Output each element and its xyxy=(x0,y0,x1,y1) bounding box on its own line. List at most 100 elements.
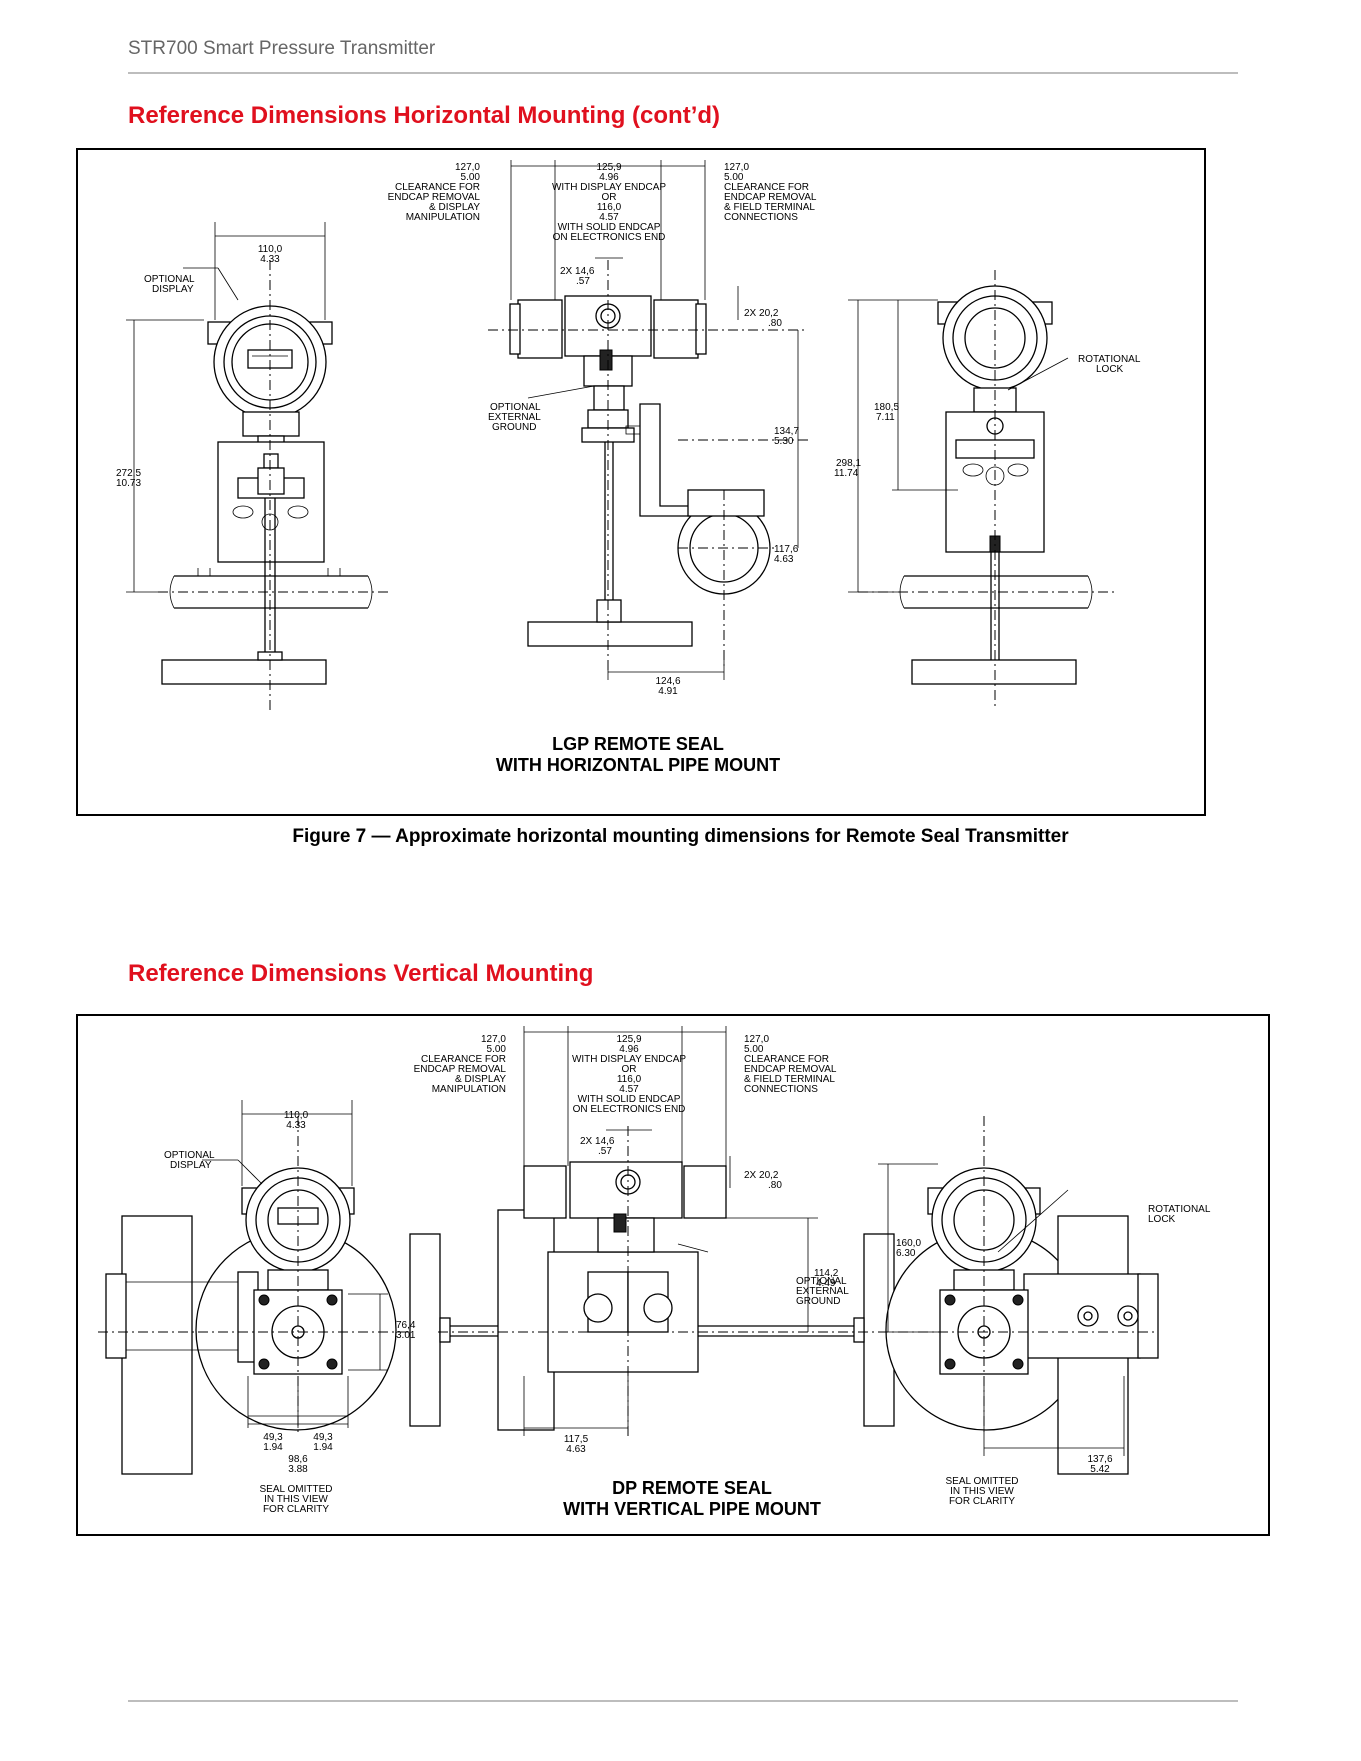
fig2-dim-110-in: 4.33 xyxy=(286,1120,306,1131)
running-header: STR700 Smart Pressure Transmitter xyxy=(128,38,436,59)
fig1-dim-298: 298,1 xyxy=(836,458,861,469)
fig1-dim-20-in: .80 xyxy=(768,318,782,329)
svg-text:MANIPULATION: MANIPULATION xyxy=(432,1084,506,1095)
svg-text:OR: OR xyxy=(622,1064,637,1075)
fig1-dim-180: 180,5 xyxy=(874,402,899,413)
fig1-dim-127-left: 127,0 5.00 CLEARANCE FOR ENDCAP REMOVAL … xyxy=(388,162,481,223)
fig1-dim-124-in: 4.91 xyxy=(658,686,678,697)
svg-text:5.00: 5.00 xyxy=(724,172,744,183)
fig1-label-optional-display: OPTIONAL xyxy=(144,274,195,285)
svg-text:116,0: 116,0 xyxy=(597,202,622,213)
fig1-label-optional-display-2: DISPLAY xyxy=(152,284,194,295)
fig2-dim-137: 137,6 xyxy=(1087,1454,1112,1465)
svg-text:ENDCAP REMOVAL: ENDCAP REMOVAL xyxy=(724,192,817,203)
fig2-dim-76: 76,4 xyxy=(396,1320,416,1331)
svg-text:FOR CLARITY: FOR CLARITY xyxy=(949,1496,1015,1507)
dp-side-view xyxy=(409,1026,898,1436)
svg-text:CONNECTIONS: CONNECTIONS xyxy=(744,1084,818,1095)
svg-text:5.00: 5.00 xyxy=(461,172,481,183)
fig2-dim-127-right: 127,0 5.00 CLEARANCE FOR ENDCAP REMOVAL … xyxy=(744,1034,837,1095)
section-heading-vertical: Reference Dimensions Vertical Mounting xyxy=(128,960,594,987)
fig2-note-seal-omitted-right: SEAL OMITTED IN THIS VIEW FOR CLARITY xyxy=(946,1476,1019,1507)
svg-text:ON ELECTRONICS END: ON ELECTRONICS END xyxy=(573,1104,686,1115)
dp-rear-view xyxy=(878,1116,1159,1475)
svg-text:125,9: 125,9 xyxy=(616,1034,641,1045)
fig2-label-optional-display-2: DISPLAY xyxy=(170,1160,212,1171)
lgp-front-view xyxy=(126,222,388,710)
fig1-label-ground-2: EXTERNAL xyxy=(488,412,541,423)
fig2-dim-49a: 49,3 xyxy=(263,1432,283,1443)
fig1-dim-14-in: .57 xyxy=(576,276,590,287)
fig1-label-rotational-lock-2: LOCK xyxy=(1096,364,1124,375)
svg-text:CLEARANCE FOR: CLEARANCE FOR xyxy=(421,1054,506,1065)
svg-text:MANIPULATION: MANIPULATION xyxy=(406,212,480,223)
footer-rule xyxy=(128,1700,1238,1702)
svg-text:& DISPLAY: & DISPLAY xyxy=(429,202,480,213)
svg-text:IN THIS VIEW: IN THIS VIEW xyxy=(264,1494,328,1505)
svg-text:WITH SOLID ENDCAP: WITH SOLID ENDCAP xyxy=(578,1094,681,1105)
svg-text:4.57: 4.57 xyxy=(619,1084,639,1095)
dp-front-view xyxy=(98,1100,408,1475)
fig2-title-line1: DP REMOTE SEAL xyxy=(612,1478,772,1498)
fig2-label-rotational-lock: ROTATIONAL xyxy=(1148,1204,1211,1215)
svg-text:ENDCAP REMOVAL: ENDCAP REMOVAL xyxy=(388,192,481,203)
fig2-label-optional-display: OPTIONAL xyxy=(164,1150,215,1161)
svg-text:127,0: 127,0 xyxy=(481,1034,506,1045)
svg-text:OR: OR xyxy=(602,192,617,203)
figure-caption: Figure 7 — Approximate horizontal mounti… xyxy=(292,826,1069,847)
fig2-dim-14-in: .57 xyxy=(598,1146,612,1157)
fig1-dim-127-right: 127,0 5.00 CLEARANCE FOR ENDCAP REMOVAL … xyxy=(724,162,817,223)
fig2-label-rotational-lock-2: LOCK xyxy=(1148,1214,1176,1225)
fig2-dim-160: 160,0 xyxy=(896,1238,921,1249)
fig1-dim-298-in: 11.74 xyxy=(834,468,859,479)
fig1-title-line1: LGP REMOTE SEAL xyxy=(552,734,724,754)
svg-text:125,9: 125,9 xyxy=(596,162,621,173)
fig2-dim-117-in: 4.63 xyxy=(566,1444,586,1455)
svg-text:SEAL OMITTED: SEAL OMITTED xyxy=(946,1476,1019,1487)
fig2-label-ground-2: EXTERNAL xyxy=(796,1286,849,1297)
fig1-dim-272: 272,5 xyxy=(116,468,141,479)
fig2-dim-20: 2X 20,2 xyxy=(744,1170,779,1181)
drawing-lgp-remote-seal: 127,0 5.00 CLEARANCE FOR ENDCAP REMOVAL … xyxy=(116,160,1141,775)
fig2-dim-98-in: 3.88 xyxy=(288,1464,308,1475)
fig1-dim-117: 117,6 xyxy=(774,544,799,555)
header-rule xyxy=(128,72,1238,74)
fig1-dim-110-in: 4.33 xyxy=(260,254,280,265)
svg-text:CLEARANCE FOR: CLEARANCE FOR xyxy=(724,182,809,193)
svg-text:ENDCAP REMOVAL: ENDCAP REMOVAL xyxy=(414,1064,507,1075)
fig1-dim-110: 110,0 xyxy=(258,244,283,255)
svg-text:ON ELECTRONICS END: ON ELECTRONICS END xyxy=(553,232,666,243)
fig1-dim-134: 134,7 xyxy=(774,426,799,437)
figure-vertical-mounting: 127,0 5.00 CLEARANCE FOR ENDCAP REMOVAL … xyxy=(76,1014,1270,1536)
lgp-rear-view xyxy=(848,270,1118,710)
svg-text:SEAL OMITTED: SEAL OMITTED xyxy=(260,1484,333,1495)
fig2-dim-14: 2X 14,6 xyxy=(580,1136,615,1147)
svg-text:4.57: 4.57 xyxy=(599,212,619,223)
fig2-dim-137-in: 5.42 xyxy=(1090,1464,1110,1475)
svg-text:127,0: 127,0 xyxy=(744,1034,769,1045)
svg-text:& FIELD TERMINAL: & FIELD TERMINAL xyxy=(744,1074,835,1085)
svg-text:ENDCAP REMOVAL: ENDCAP REMOVAL xyxy=(744,1064,837,1075)
section-heading-horizontal: Reference Dimensions Horizontal Mounting… xyxy=(128,102,721,129)
fig2-dim-20-in: .80 xyxy=(768,1180,782,1191)
fig2-label-ground-3: GROUND xyxy=(796,1296,840,1307)
fig1-dim-180-in: 7.11 xyxy=(876,412,895,423)
lgp-side-view xyxy=(488,160,808,680)
svg-text:WITH DISPLAY ENDCAP: WITH DISPLAY ENDCAP xyxy=(552,182,666,193)
fig2-dim-127-left: 127,0 5.00 CLEARANCE FOR ENDCAP REMOVAL … xyxy=(414,1034,507,1095)
svg-text:127,0: 127,0 xyxy=(724,162,749,173)
svg-text:WITH DISPLAY ENDCAP: WITH DISPLAY ENDCAP xyxy=(572,1054,686,1065)
fig1-label-rotational-lock: ROTATIONAL xyxy=(1078,354,1141,365)
svg-text:& DISPLAY: & DISPLAY xyxy=(455,1074,506,1085)
fig2-dim-49b-in: 1.94 xyxy=(313,1442,333,1453)
fig2-dim-76-in: 3.01 xyxy=(396,1330,416,1341)
fig1-label-ground: OPTIONAL xyxy=(490,402,541,413)
svg-text:CONNECTIONS: CONNECTIONS xyxy=(724,212,798,223)
fig2-title-line2: WITH VERTICAL PIPE MOUNT xyxy=(563,1499,821,1519)
figure-horizontal-mounting: 127,0 5.00 CLEARANCE FOR ENDCAP REMOVAL … xyxy=(76,148,1206,816)
fig2-dim-114: 114,2 xyxy=(814,1268,839,1279)
fig2-dim-160-in: 6.30 xyxy=(896,1248,916,1259)
svg-text:FOR CLARITY: FOR CLARITY xyxy=(263,1504,329,1515)
fig2-dim-98: 98,6 xyxy=(288,1454,308,1465)
fig2-dim-114-in: 4.49 xyxy=(816,1278,836,1289)
